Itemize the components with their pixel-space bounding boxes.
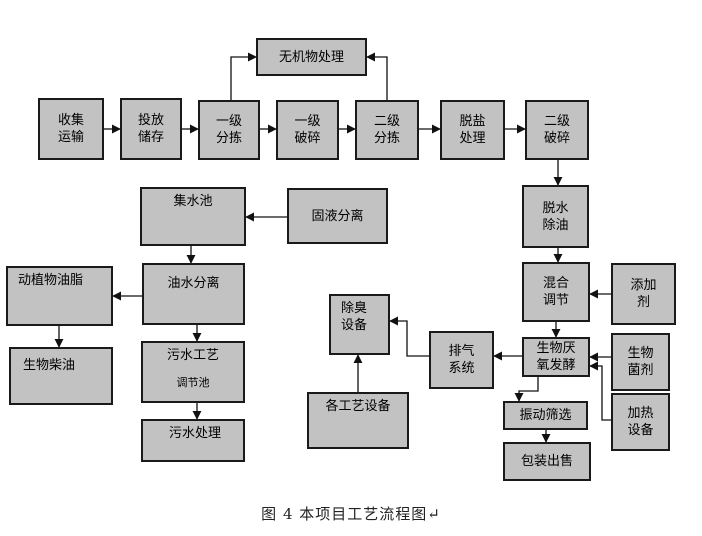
- oil-water-separation-box: 油水分离: [142, 263, 245, 325]
- heating-line2: 设备: [627, 423, 654, 438]
- inorganic-treatment-box: 无机物处理: [256, 38, 367, 76]
- additive-box: 添加剂: [611, 263, 676, 325]
- sort2-line2: 分拣: [373, 131, 400, 146]
- wastewater-label: 污水工艺: [166, 348, 219, 363]
- additive-line1: 添加: [630, 278, 657, 293]
- crush1-line1: 一级: [294, 114, 321, 129]
- arrow-sort1-inorganic: [230, 52, 257, 100]
- mixing-box: 混合调节: [522, 262, 590, 322]
- heating-equipment-box: 加热设备: [611, 393, 670, 451]
- anaerobic-line1: 生物厌: [536, 341, 576, 356]
- additive-line2: 剂: [636, 295, 650, 310]
- mix-line2: 调节: [542, 293, 569, 308]
- arrow-heating-anaerobic: [589, 361, 611, 421]
- arrow-anaerobic-screen: [514, 377, 539, 402]
- exhaust-line2: 系统: [448, 361, 475, 376]
- primary-sorting-box: 一级分拣: [198, 100, 260, 160]
- dewater-line1: 脱水: [542, 200, 569, 216]
- primary-crushing-box: 一级破碎: [276, 100, 339, 160]
- process-equipment-box: 各工艺设备: [307, 392, 409, 449]
- sort1-line2: 分拣: [215, 131, 242, 146]
- anaerobic-fermentation-box: 生物厌氧发酵: [522, 337, 590, 377]
- crush2-line2: 破碎: [543, 131, 570, 146]
- collect-transport-box: 收集运输: [38, 98, 104, 160]
- desalination-box: 脱盐处理: [440, 100, 505, 160]
- storage-box: 投放储存: [120, 98, 182, 160]
- collect-line1: 收集: [57, 113, 84, 128]
- anaerobic-line2: 氧发酵: [536, 358, 576, 373]
- solidliquid-label: 固液分离: [311, 208, 364, 224]
- collect-line2: 运输: [57, 130, 84, 145]
- oilsep-label: 油水分离: [167, 276, 220, 291]
- bacteria-box: 生物菌剂: [611, 333, 670, 391]
- regulating-pool-label: 调节池: [176, 376, 210, 389]
- pool-label: 集水池: [173, 194, 213, 209]
- mix-line1: 混合: [542, 276, 569, 291]
- pack-label: 包装出售: [520, 454, 573, 469]
- vibrating-screen-box: 振动筛选: [503, 401, 588, 430]
- crush1-line2: 破碎: [294, 131, 321, 146]
- exhaust-line1: 排气: [448, 344, 475, 359]
- dewater-deoil-box: 脱水除油: [522, 185, 589, 248]
- figure-caption: 图 4 本项目工艺流程图↵: [261, 505, 441, 523]
- animal-plant-fat-box: 动植物油脂: [6, 266, 113, 326]
- secondary-crushing-box: 二级破碎: [525, 100, 589, 160]
- secondary-sorting-box: 二级分拣: [355, 100, 419, 160]
- wastewater-process-box: 污水工艺调节池: [141, 341, 245, 403]
- heating-line1: 加热: [627, 406, 654, 421]
- wastewater-treatment-box: 污水处理: [141, 419, 245, 462]
- deodorization-box: 除臭设备: [329, 294, 390, 355]
- inorganic-label: 无机物处理: [278, 49, 344, 65]
- arrow-exhaust-deodor: [389, 316, 429, 357]
- desalt-line1: 脱盐: [459, 114, 486, 129]
- store-line1: 投放: [137, 113, 164, 128]
- equipment-label: 各工艺设备: [325, 399, 391, 414]
- arrow-sort2-inorganic: [366, 52, 388, 100]
- bacteria-line2: 菌剂: [627, 363, 654, 378]
- wwtreat-label: 污水处理: [169, 426, 222, 441]
- desalt-line2: 处理: [459, 131, 486, 146]
- exhaust-system-box: 排气系统: [429, 331, 494, 389]
- dewater-line2: 除油: [542, 217, 569, 233]
- fat-label: 动植物油脂: [18, 273, 84, 288]
- sort1-line1: 一级: [215, 114, 242, 129]
- deodor-line2: 设备: [341, 318, 368, 333]
- screen-label: 振动筛选: [519, 408, 572, 423]
- crush2-line1: 二级: [543, 114, 570, 129]
- solid-liquid-separation-box: 固液分离: [287, 188, 388, 244]
- store-line2: 储存: [137, 130, 164, 145]
- packaging-sale-box: 包装出售: [503, 442, 591, 481]
- bacteria-line1: 生物: [627, 346, 654, 361]
- biodiesel-box: 生物柴油: [9, 347, 113, 405]
- collection-pool-box: 集水池: [140, 187, 246, 246]
- sort2-line1: 二级: [373, 114, 400, 129]
- biodiesel-label: 生物柴油: [23, 357, 76, 373]
- deodor-line1: 除臭: [341, 301, 368, 316]
